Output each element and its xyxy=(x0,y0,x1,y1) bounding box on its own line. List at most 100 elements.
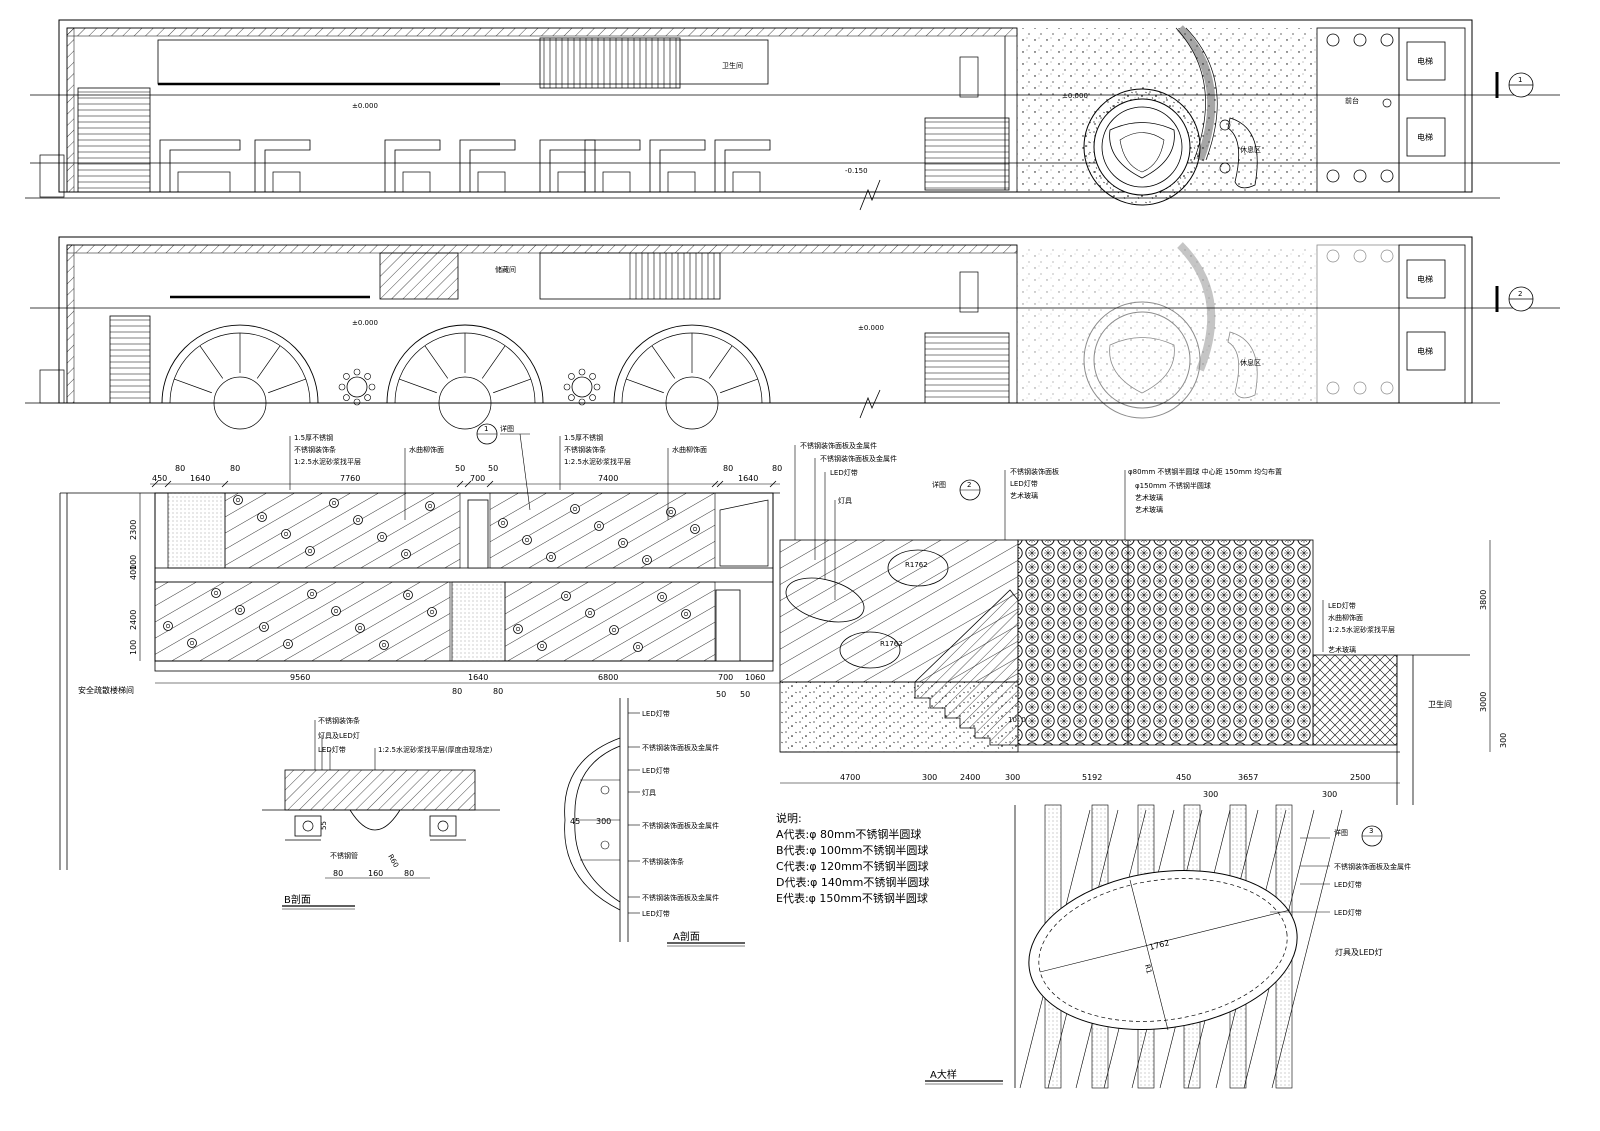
sa-callout-6: 不锈钢装饰面板及金属件 xyxy=(642,893,719,902)
ring-outer xyxy=(163,621,173,631)
booth-seat xyxy=(459,139,516,192)
callout-top: φ80mm 不锈钢半圆球 中心距 150mm 均匀布置 xyxy=(1128,467,1282,476)
dim-br-2: 2400 xyxy=(960,773,980,782)
dim-tick xyxy=(464,480,472,488)
inner-label-0: R1762 xyxy=(905,561,928,569)
ring-outer xyxy=(211,588,221,598)
detail-a: 1762 R1 3 详图 不锈钢装饰面板及金属件 LED灯带 LED灯带 灯具及… xyxy=(925,804,1411,1089)
dim-rr-1: 3000 xyxy=(1479,692,1488,712)
ring-outer xyxy=(594,521,604,531)
ring-outer xyxy=(353,515,363,525)
ring-inner xyxy=(620,540,626,546)
dim-left-2: 400 xyxy=(129,565,138,580)
lobby-light xyxy=(1353,169,1367,183)
booth-table xyxy=(732,171,761,193)
plan-top: 电梯 电梯 前台 休息区 卫生间 ±0.000 -0.150 ±0.000 1 xyxy=(25,19,1560,211)
ring-outer xyxy=(537,641,547,651)
ring-ornaments xyxy=(163,495,700,652)
note-line-2: C代表:φ 120mm不锈钢半圆球 xyxy=(776,859,929,873)
chair xyxy=(364,373,371,380)
note-line-4: E代表:φ 150mm不锈钢半圆球 xyxy=(776,891,928,905)
chair xyxy=(364,394,371,401)
callout-w-0: LED灯带 xyxy=(1328,601,1356,610)
detail-title: A大样 xyxy=(930,1068,957,1081)
callout-b-0: 1.5厚不锈钢 xyxy=(564,433,603,442)
notes: 说明: A代表:φ 80mm不锈钢半圆球 B代表:φ 100mm不锈钢半圆球 C… xyxy=(776,811,929,905)
dim-bottom-2: 1640 xyxy=(468,673,488,682)
chair xyxy=(343,394,350,401)
detail-tag-note: 详图 xyxy=(1334,828,1348,837)
dining-divider xyxy=(626,378,664,394)
ring-outer xyxy=(305,546,315,556)
ring-inner xyxy=(213,590,219,596)
label-room-right: 卫生间 xyxy=(1428,699,1452,709)
dim-top-9: 80 xyxy=(723,464,733,473)
dim-br-4: 5192 xyxy=(1082,773,1102,782)
dim-br-7: 2500 xyxy=(1350,773,1370,782)
ring-inner xyxy=(237,607,243,613)
dim-tick xyxy=(456,480,464,488)
ring-outer xyxy=(235,605,245,615)
callout-a2: 水曲柳饰面 xyxy=(409,445,444,454)
dim-bottom-5: 700 xyxy=(718,673,733,682)
booth-seat xyxy=(714,139,771,192)
dining-arc xyxy=(161,324,319,404)
ring-inner xyxy=(611,627,617,633)
left-stair xyxy=(77,87,151,193)
dim-left-4: 100 xyxy=(129,640,138,655)
ring-inner xyxy=(307,548,313,554)
dim-rr-0: 3800 xyxy=(1479,590,1488,610)
ring-outer xyxy=(657,592,667,602)
svg-text:1: 1 xyxy=(1518,76,1522,84)
inner-label-1: R1762 xyxy=(880,640,903,648)
chair xyxy=(578,368,586,376)
inner-label-2: 1080 xyxy=(1008,716,1026,724)
callout-b2: 水曲柳饰面 xyxy=(672,445,707,454)
dim-bottom-6: 50 xyxy=(716,690,726,699)
chair xyxy=(338,383,346,391)
chair xyxy=(589,373,596,380)
callout-b-1: 不锈钢装饰条 xyxy=(564,445,606,454)
callout-w-3: 艺术玻璃 xyxy=(1328,645,1356,654)
dim-tick xyxy=(716,480,724,488)
booth-seat xyxy=(539,139,596,192)
ring-outer xyxy=(609,625,619,635)
sb-title: B剖面 xyxy=(284,893,311,906)
dining-divider xyxy=(708,345,733,379)
booth-table xyxy=(272,171,301,193)
dining-divider xyxy=(651,345,676,379)
dim-tick xyxy=(151,480,159,488)
sb-bottom-label: 不锈钢管 xyxy=(330,851,358,860)
ring-outer xyxy=(377,532,387,542)
dining-divider xyxy=(399,378,437,394)
ring-inner xyxy=(261,624,267,630)
dim-top-3: 80 xyxy=(230,464,240,473)
ring-outer xyxy=(546,552,556,562)
section-a: LED灯带不锈钢装饰面板及金属件LED灯带灯具不锈钢装饰面板及金属件不锈钢装饰条… xyxy=(564,698,745,947)
ring-inner xyxy=(596,523,602,529)
dining-divider xyxy=(199,345,224,379)
chair xyxy=(593,383,601,391)
lobby-light xyxy=(1353,33,1367,47)
booth-table xyxy=(667,171,696,193)
callout-b-2: 1:2.5水泥砂浆找平层 xyxy=(564,457,631,466)
ring-outer xyxy=(425,501,435,511)
lobby-light xyxy=(1326,33,1340,47)
callout-r-3: 灯具 xyxy=(838,496,852,505)
sb-dim-1: 160 xyxy=(368,869,383,878)
sb-callout-1: 灯具及LED灯 xyxy=(318,731,360,740)
ring-inner xyxy=(429,609,435,615)
tag-note-right: 详图 xyxy=(932,480,946,489)
sb-callout-2: LED灯带 xyxy=(318,745,346,754)
ring-outer xyxy=(283,639,293,649)
ring-outer xyxy=(561,591,571,601)
elev-stair-2: ±0.000 xyxy=(858,324,884,332)
ring-inner xyxy=(524,537,530,543)
chair xyxy=(353,368,361,376)
callout-r-0: 不锈钢装饰面板及金属件 xyxy=(800,441,877,450)
ring-outer xyxy=(681,609,691,619)
ring-inner xyxy=(235,497,241,503)
